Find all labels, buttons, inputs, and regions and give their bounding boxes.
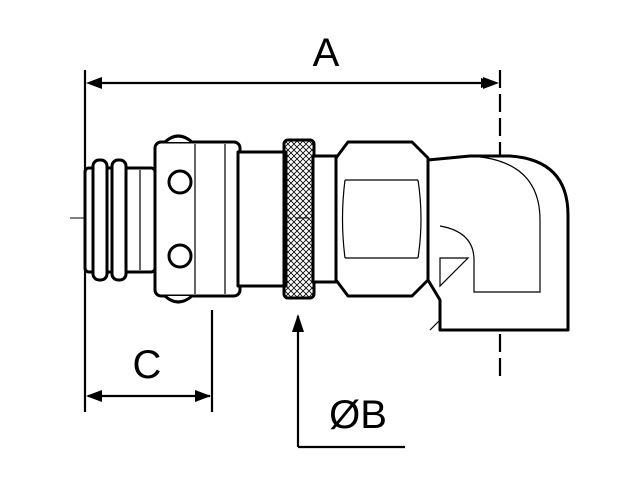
knurled-ring xyxy=(282,138,316,300)
elbow-fitting xyxy=(426,154,570,332)
dimension-c: C xyxy=(86,343,211,402)
hex-nut xyxy=(334,140,430,298)
dimension-b-label: ØB xyxy=(329,393,387,437)
dimension-a-label: A xyxy=(313,31,340,75)
plug-nipple xyxy=(83,158,157,282)
locking-ball-top xyxy=(167,169,193,195)
dimension-b: ØB xyxy=(292,314,405,449)
coupler-sleeve xyxy=(236,150,288,288)
dimension-a: A xyxy=(86,31,499,89)
locking-ball-bottom xyxy=(167,243,193,269)
coupler-body xyxy=(153,134,242,304)
dimension-c-label: C xyxy=(133,343,162,387)
